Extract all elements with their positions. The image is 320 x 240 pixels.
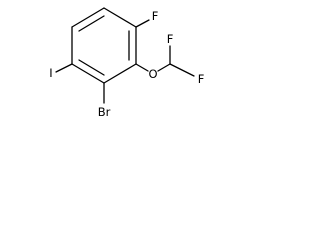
atom-label-difluoro-f1: F xyxy=(167,32,174,46)
atom-label-iodo: I xyxy=(49,66,52,80)
atom-label-fluoro-top: F xyxy=(152,9,159,23)
atom-labels: F I Br O F F xyxy=(49,9,204,119)
atom-label-bromo: Br xyxy=(98,105,111,119)
bond-ring-c5-c6 xyxy=(71,63,105,84)
molecule-structure-diagram: F I Br O F F xyxy=(49,7,204,119)
bond-ring-double-inner-3 xyxy=(78,59,105,76)
bond-ring-c2-c3 xyxy=(103,7,137,28)
bond-methyl-f2 xyxy=(169,63,195,77)
bond-c4-oxygen xyxy=(135,63,149,72)
bond-lines xyxy=(55,7,195,104)
bond-oxygen-methyl xyxy=(157,63,171,72)
atom-label-ether-oxygen: O xyxy=(148,67,157,81)
bond-ring-c1-c2 xyxy=(71,7,105,28)
bond-ring-c4-c5 xyxy=(103,63,137,84)
bond-c3-fluoro xyxy=(135,19,150,28)
bond-c6-iodo xyxy=(55,63,73,73)
bond-ring-double-inner-1 xyxy=(78,15,105,32)
atom-label-difluoro-f2: F xyxy=(198,72,205,86)
